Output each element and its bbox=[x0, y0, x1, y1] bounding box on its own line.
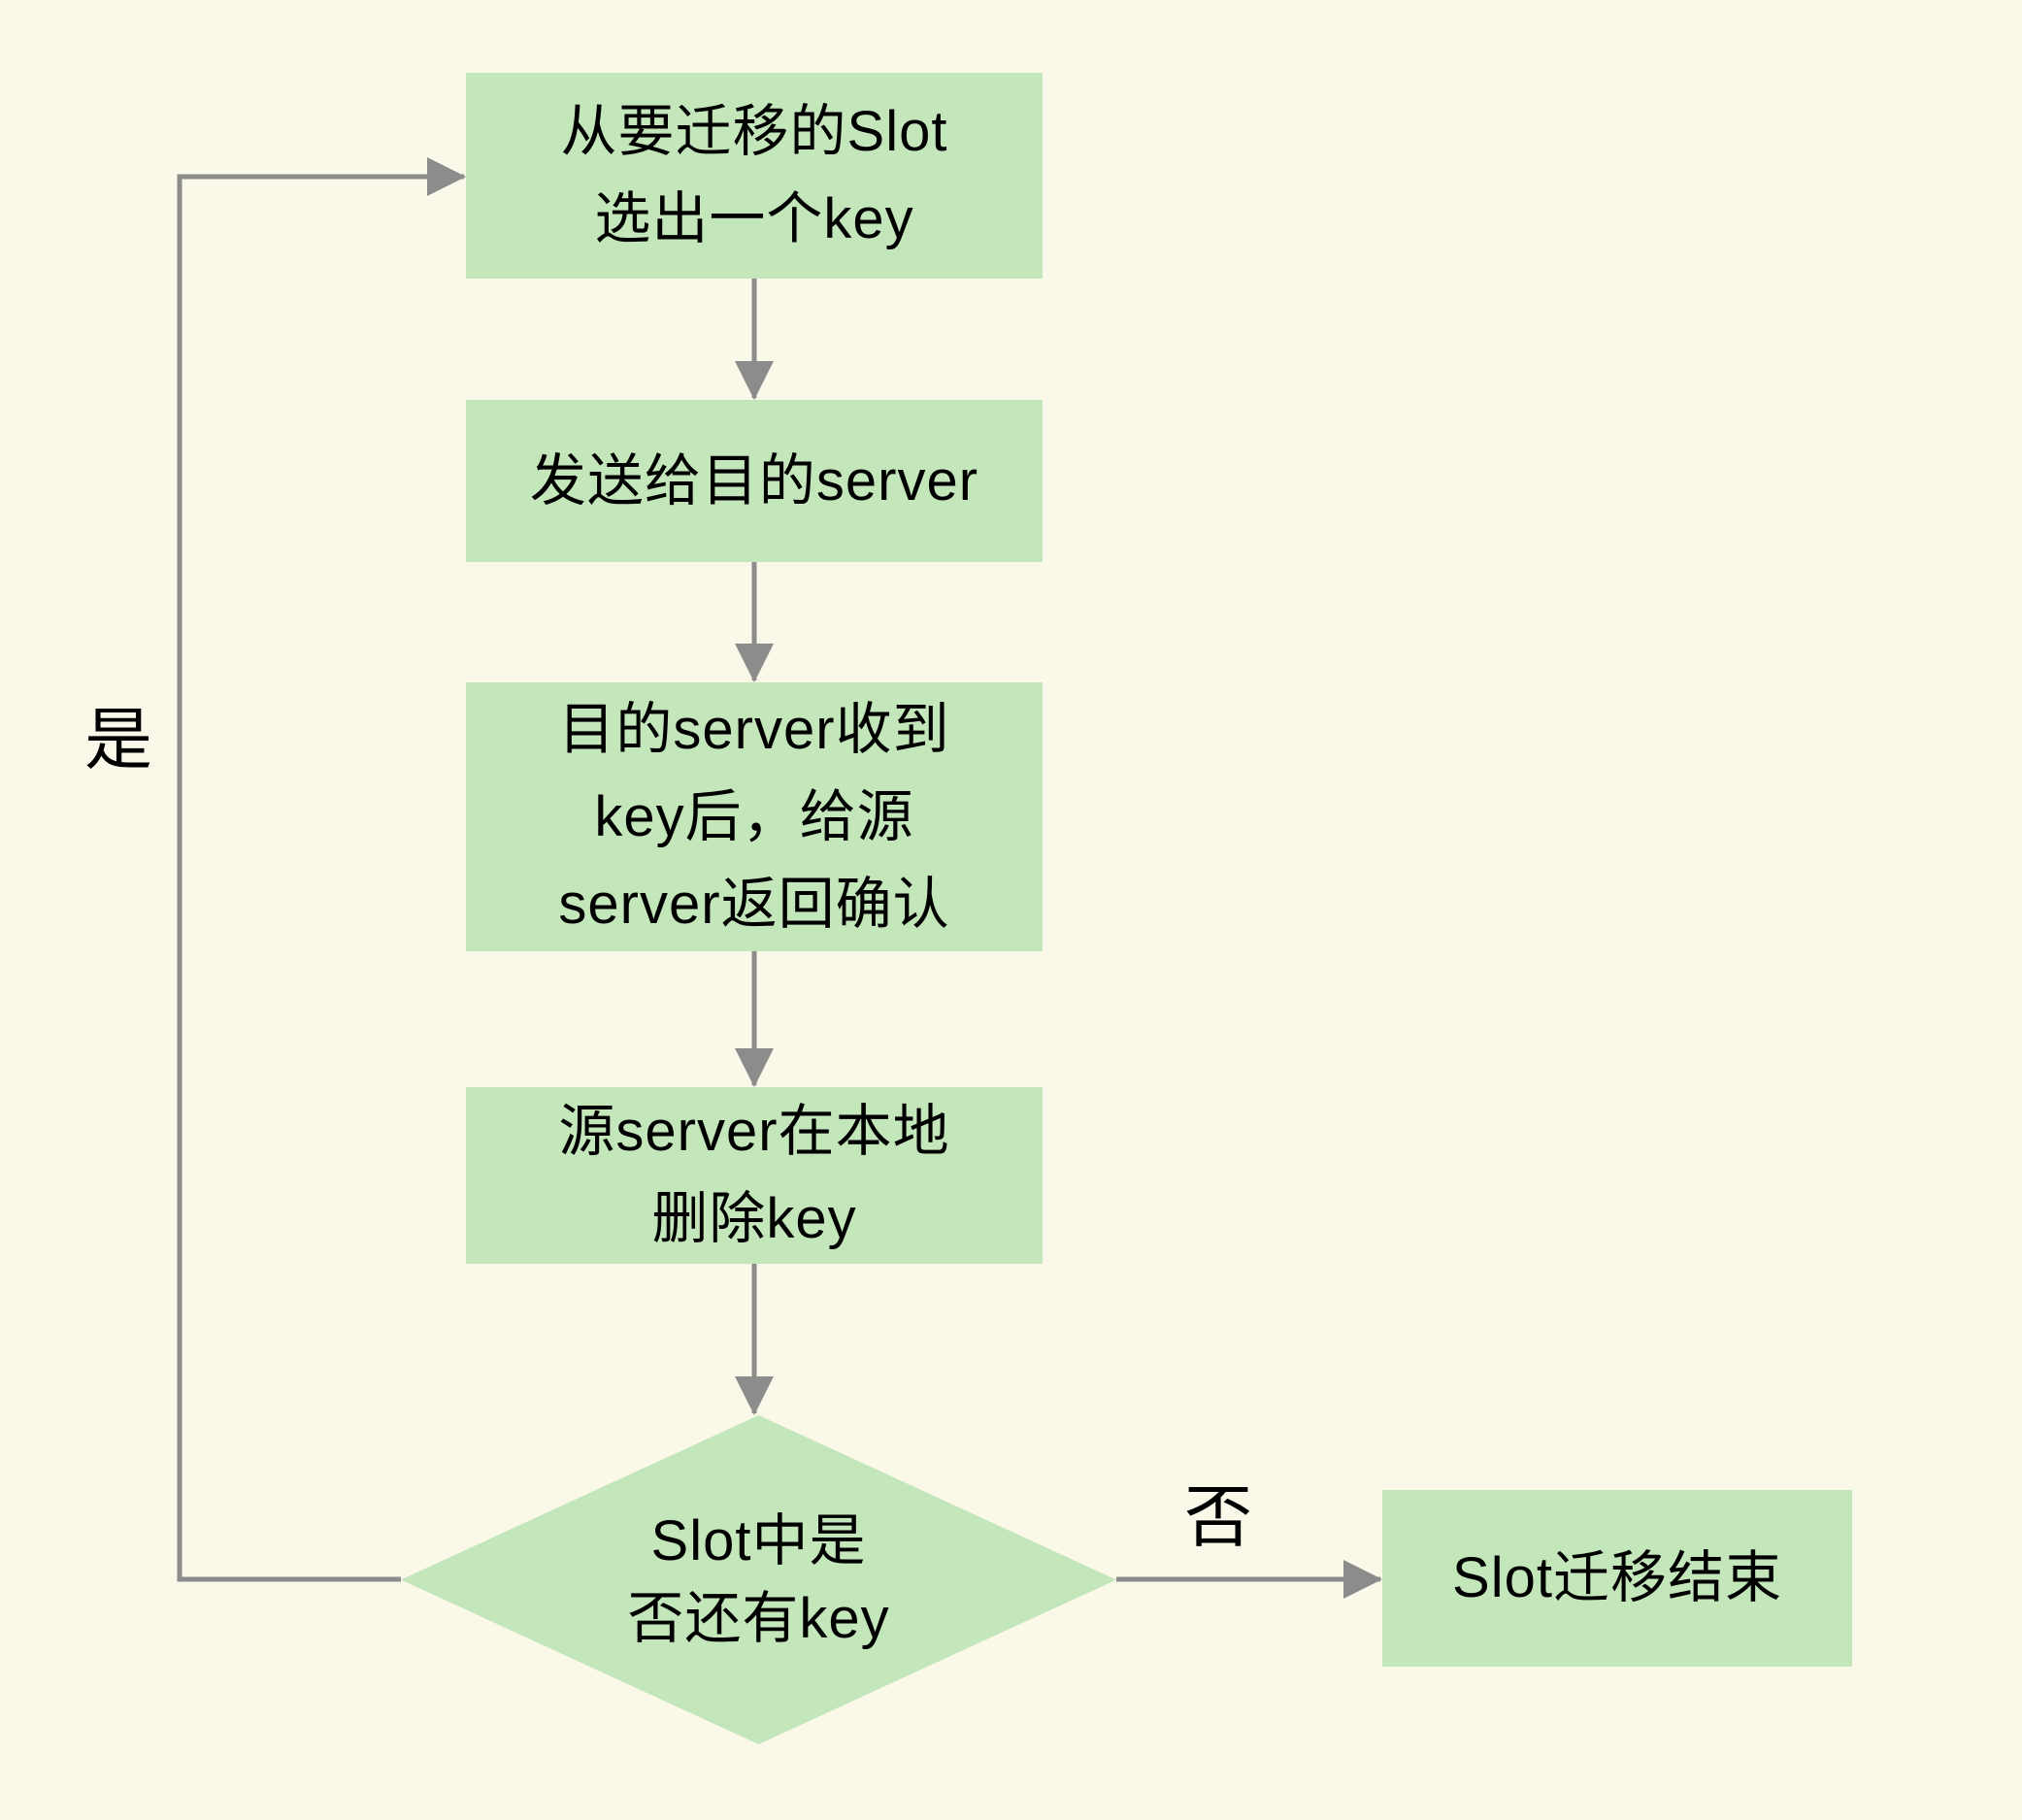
node-text-line: 删除key bbox=[651, 1187, 857, 1250]
node-text-line: 否还有key bbox=[627, 1586, 890, 1650]
node-text-line: 选出一个key bbox=[594, 187, 914, 250]
node-text-line: 发送给目的server bbox=[529, 448, 979, 513]
flow-node-confirm-receipt: 目的server收到 key后，给源 server返回确认 bbox=[466, 682, 1043, 951]
flow-node-send-to-server: 发送给目的server bbox=[466, 400, 1043, 562]
edge-label-no: 否 bbox=[1184, 1479, 1252, 1555]
flow-node-decision-keys-remaining: Slot中是 否还有key bbox=[401, 1415, 1116, 1744]
flow-node-migration-finished: Slot迁移结束 bbox=[1382, 1490, 1852, 1667]
node-text-line: 目的server收到 bbox=[558, 697, 950, 761]
flow-node-delete-key: 源server在本地 删除key bbox=[466, 1087, 1043, 1264]
node-text-line: Slot中是 bbox=[650, 1508, 867, 1572]
node-text-line: server返回确认 bbox=[558, 872, 950, 936]
edge-label-yes: 是 bbox=[84, 702, 152, 778]
arrow-decision-loop-to-select bbox=[177, 157, 467, 1582]
node-text-line: Slot迁移结束 bbox=[1452, 1546, 1782, 1609]
flow-node-select-key: 从要迁移的Slot 选出一个key bbox=[466, 73, 1043, 279]
node-text-line: 从要迁移的Slot bbox=[560, 100, 948, 163]
node-text-line: 源server在本地 bbox=[558, 1100, 950, 1163]
node-text-line: key后，给源 bbox=[594, 784, 914, 848]
